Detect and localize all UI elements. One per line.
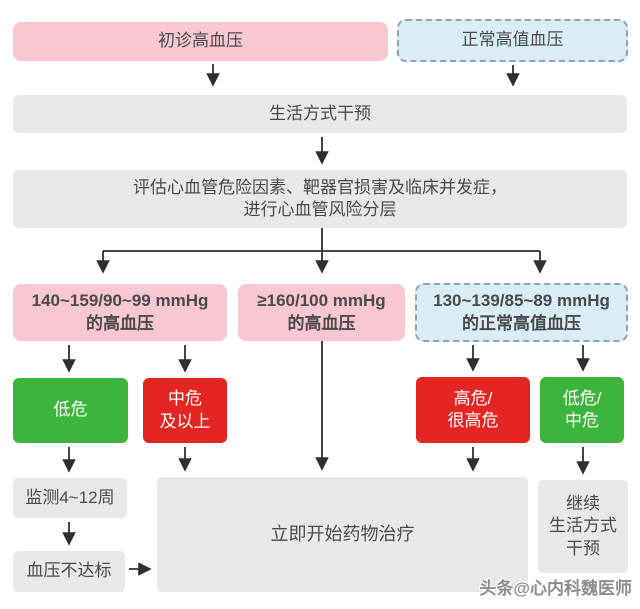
node-risk-assessment-line1: 评估心血管危险因素、靶器官损害及临床并发症， bbox=[133, 177, 507, 197]
node-bp-not-reached: 血压不达标 bbox=[13, 551, 125, 592]
node-bp-140-159-range: 140~159/90~99 mmHg bbox=[31, 291, 209, 311]
node-bp-ge-160-range: ≥160/100 mmHg bbox=[257, 291, 386, 311]
node-lifestyle-intervention-label: 生活方式干预 bbox=[269, 103, 371, 123]
node-start-drug-therapy-label: 立即开始药物治疗 bbox=[270, 523, 415, 544]
node-bp-ge-160-label: 的高血压 bbox=[287, 313, 356, 333]
node-bp-130-139-range: 130~139/85~89 mmHg bbox=[433, 291, 610, 311]
node-bp-140-159-label: 的高血压 bbox=[86, 313, 154, 333]
node-bp-130-139: 130~139/85~89 mmHg 的正常高值血压 bbox=[415, 283, 628, 342]
node-bp-ge-160: ≥160/100 mmHg 的高血压 bbox=[238, 284, 405, 341]
node-risk-assessment: 评估心血管危险因素、靶器官损害及临床并发症， 进行心血管风险分层 bbox=[13, 170, 627, 228]
node-monitor-weeks-label: 监测4~12周 bbox=[25, 487, 115, 507]
node-normal-high-bp-label: 正常高值血压 bbox=[461, 30, 564, 50]
node-bp-130-139-label: 的正常高值血压 bbox=[462, 313, 581, 333]
node-mid-risk-line1: 中危 bbox=[168, 389, 202, 409]
node-high-risk-line2: 很高危 bbox=[447, 411, 499, 430]
node-continue-lifestyle-line3: 干预 bbox=[566, 538, 600, 558]
node-low-mid-risk-line1: 低危/ bbox=[562, 388, 602, 408]
node-mid-risk-above: 中危 及以上 bbox=[143, 378, 227, 443]
node-bp-not-reached-label: 血压不达标 bbox=[26, 561, 112, 581]
node-high-risk-line1: 高危/ bbox=[453, 388, 493, 408]
node-risk-assessment-line2: 进行心血管风险分层 bbox=[243, 200, 397, 219]
node-low-risk-label: 低危 bbox=[53, 400, 88, 420]
node-initial-hypertension-label: 初诊高血压 bbox=[158, 31, 243, 51]
node-lifestyle-intervention: 生活方式干预 bbox=[13, 95, 627, 133]
node-low-mid-risk: 低危/ 中危 bbox=[540, 377, 624, 443]
node-bp-140-159: 140~159/90~99 mmHg 的高血压 bbox=[13, 284, 227, 341]
node-initial-hypertension: 初诊高血压 bbox=[13, 22, 388, 61]
node-mid-risk-line2: 及以上 bbox=[159, 411, 211, 431]
node-monitor-weeks: 监测4~12周 bbox=[13, 478, 127, 518]
node-low-risk: 低危 bbox=[13, 378, 128, 443]
node-continue-lifestyle-line2: 生活方式 bbox=[549, 516, 617, 536]
watermark-toutiao-author: 头条@心内科魏医师 bbox=[479, 579, 632, 598]
node-normal-high-bp: 正常高值血压 bbox=[397, 19, 628, 62]
node-start-drug-therapy: 立即开始药物治疗 bbox=[157, 477, 528, 592]
node-continue-lifestyle: 继续 生活方式 干预 bbox=[538, 480, 628, 573]
node-continue-lifestyle-line1: 继续 bbox=[566, 494, 600, 514]
node-high-very-high-risk: 高危/ 很高危 bbox=[416, 377, 530, 443]
node-low-mid-risk-line2: 中危 bbox=[565, 411, 599, 430]
